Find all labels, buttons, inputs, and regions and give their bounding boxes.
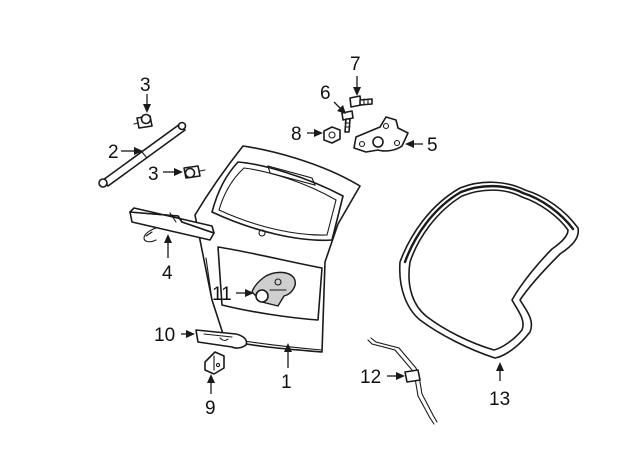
callout-5: 5 — [427, 135, 438, 156]
ball-stud-lower — [183, 165, 206, 179]
callout-6: 6 — [320, 83, 331, 104]
callout-1: 1 — [281, 372, 292, 393]
bolt-6 — [341, 110, 354, 133]
callout-12: 12 — [360, 367, 381, 388]
release-rod — [367, 337, 438, 425]
callout-9: 9 — [205, 398, 216, 419]
release-switch — [195, 329, 248, 349]
callout-3-lower: 3 — [148, 164, 159, 185]
bolt-7 — [349, 95, 373, 108]
lift-support-strut — [98, 121, 187, 188]
callout-13: 13 — [489, 389, 510, 410]
liftgate-panel — [194, 145, 361, 353]
callout-4: 4 — [162, 263, 173, 284]
nut — [323, 126, 341, 144]
callout-7: 7 — [350, 54, 361, 75]
bracket — [204, 351, 225, 375]
latch — [251, 271, 296, 307]
ball-stud-upper — [133, 113, 153, 129]
weatherstrip — [398, 181, 580, 359]
callout-3-upper: 3 — [140, 75, 151, 96]
applique-handle — [129, 207, 215, 243]
leader-lines — [121, 76, 504, 394]
callout-10: 10 — [154, 325, 175, 346]
callout-11: 11 — [212, 284, 232, 305]
callout-8: 8 — [291, 124, 302, 145]
hinge — [353, 116, 409, 153]
callout-2: 2 — [108, 142, 119, 163]
